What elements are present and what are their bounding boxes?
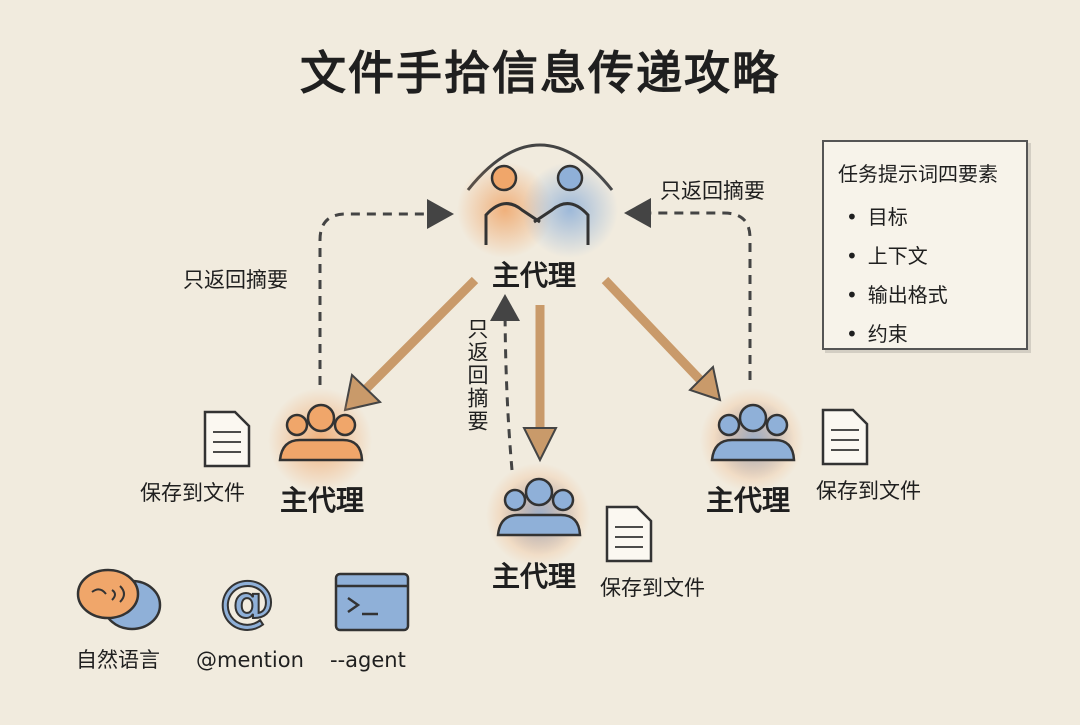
sub-agent-label: 主代理	[280, 484, 365, 517]
document-icon	[605, 505, 653, 563]
return-summary-label: 只返回摘要	[183, 268, 288, 292]
delegate-arrows	[343, 276, 722, 463]
document-icon	[821, 408, 869, 466]
sub-agent-label: 主代理	[492, 560, 577, 593]
return-summary-label: 只返回摘要	[660, 179, 765, 203]
svg-text:@: @	[219, 569, 275, 634]
legend-item: 输出格式	[846, 279, 1012, 308]
return-summary-label: 只返回摘要	[465, 318, 489, 433]
legend-item: 目标	[846, 201, 1012, 230]
handshake-icon	[457, 143, 618, 258]
people-group-icon	[268, 388, 372, 492]
prompt-elements-legend: 任务提示词四要素 目标 上下文 输出格式 约束	[822, 140, 1028, 350]
document-icon	[203, 410, 251, 468]
speech-bubbles-icon	[76, 568, 162, 631]
people-group-icon	[486, 463, 590, 567]
save-to-file-label: 保存到文件	[816, 479, 921, 503]
legend-item: 上下文	[846, 240, 1012, 269]
return-arrows	[318, 198, 752, 471]
legend-item: 约束	[846, 318, 1012, 347]
people-group-icon	[700, 388, 804, 492]
save-to-file-label: 保存到文件	[600, 576, 705, 600]
sub-agent-label: 主代理	[706, 484, 791, 517]
save-to-file-label: 保存到文件	[140, 481, 245, 505]
page-title: 文件手拾信息传递攻略	[300, 46, 780, 100]
channel-label: --agent	[330, 648, 406, 672]
channel-label: 自然语言	[76, 648, 160, 672]
legend-title: 任务提示词四要素	[838, 162, 998, 186]
channel-label: @mention	[196, 648, 304, 672]
main-agent-label: 主代理	[492, 259, 577, 292]
at-sign-icon: @	[218, 568, 276, 635]
terminal-icon	[334, 572, 410, 632]
